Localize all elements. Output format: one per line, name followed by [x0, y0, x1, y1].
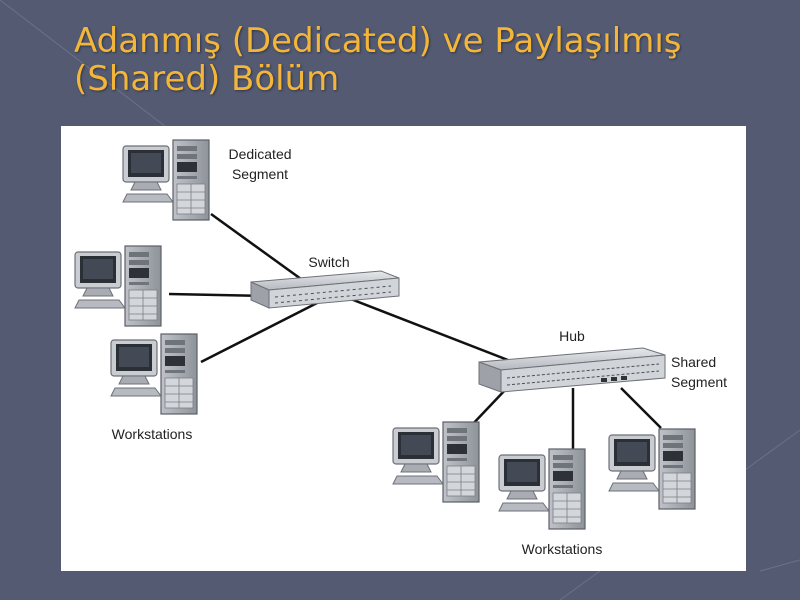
switch-device: [250, 270, 400, 309]
dedicated-label-line-2: Segment: [231, 166, 289, 182]
link-hub-pc3: [620, 387, 662, 429]
network-diagram: Dedicated Segment Switch Hub Shared Segm…: [61, 126, 746, 571]
link-switch-hub: [342, 294, 514, 364]
workstations-left-label: Workstations: [111, 426, 193, 442]
dedicated-workstation: [122, 139, 210, 221]
workstations-right-label: Workstations: [521, 541, 603, 557]
switch-label: Switch: [308, 254, 350, 270]
hub-label: Hub: [559, 328, 585, 344]
dedicated-label-line-1: Dedicated: [228, 146, 292, 162]
slide-title-line-2: (Shared) Bölüm: [74, 59, 340, 99]
switch-workstation-1: [74, 245, 162, 327]
connection-lines: [168, 212, 662, 449]
dedicated-segment-label: Dedicated Segment: [215, 144, 305, 184]
hub-workstation-3: [608, 428, 696, 510]
network-diagram-graphics: [74, 139, 696, 530]
shared-segment-label: Shared Segment: [671, 352, 743, 392]
hub-device: [478, 347, 666, 393]
shared-label-line-1: Shared: [671, 354, 717, 370]
shared-label-line-2: Segment: [671, 374, 728, 390]
slide-title: Adanmış (Dedicated) ve Paylaşılmış (Shar…: [74, 22, 774, 98]
switch-workstation-2: [110, 333, 198, 415]
slide-title-line-1: Adanmış (Dedicated) ve Paylaşılmış: [74, 21, 682, 61]
hub-workstation-1: [392, 421, 480, 503]
link-hub-pc1: [468, 387, 508, 429]
hub-workstation-2: [498, 448, 586, 530]
link-pc2-switch: [200, 300, 320, 364]
